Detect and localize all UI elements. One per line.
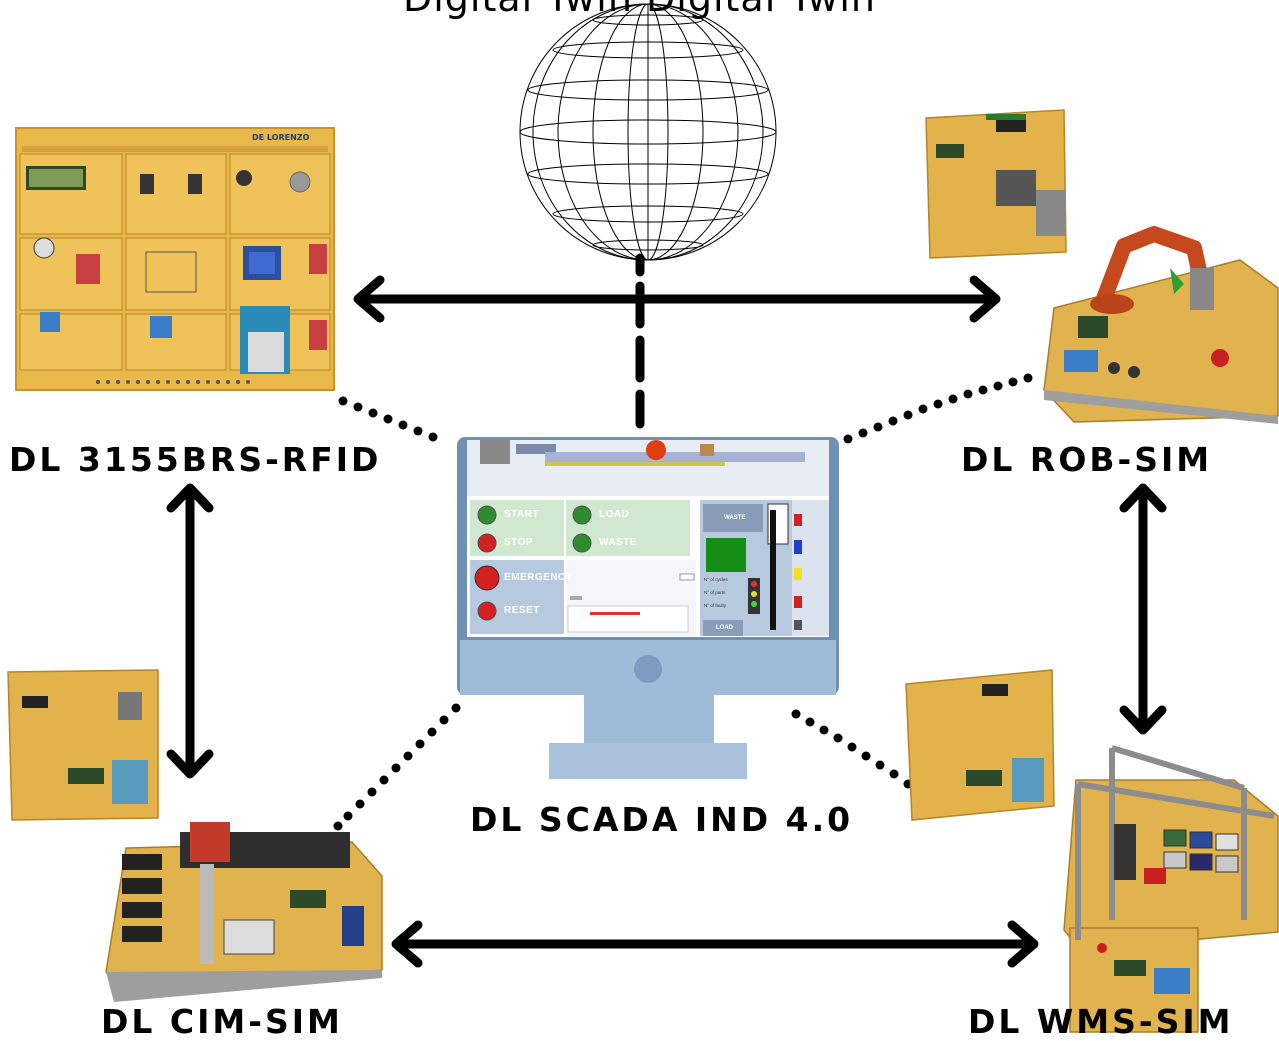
arrow-top-right-head: [969, 275, 1001, 323]
arrows: [166, 275, 1167, 968]
scada-start-label[interactable]: START: [504, 509, 540, 520]
scada-load-label[interactable]: LOAD: [599, 509, 630, 520]
dots-upper-right: [843, 373, 1033, 444]
scada-load-tag: LOAD: [716, 625, 733, 631]
rob-small-board: [925, 109, 1067, 259]
arrow-left-bottom-head: [166, 749, 214, 779]
arrow-right-top-head: [1119, 483, 1167, 513]
arrow-bottom-right-head: [1007, 920, 1039, 968]
label-rfid: DL 3155BRS-RFID: [9, 440, 382, 479]
scada-waste-label[interactable]: WASTE: [599, 537, 638, 548]
scada-stop-label[interactable]: STOP: [504, 537, 534, 548]
rob-sim-robot: [1043, 226, 1279, 424]
arrow-bottom-left-head: [391, 920, 423, 968]
globe-icon: [519, 3, 777, 261]
wms-sim-machine: [1063, 745, 1279, 1033]
dots-lower-right: [791, 709, 913, 789]
dotted-connectors: [333, 373, 1033, 831]
scada-waste-tag: WASTE: [724, 515, 746, 521]
scada-emergency-label[interactable]: EMERGENCY: [504, 572, 573, 583]
scada-cycles-label: N° of cycles: [704, 577, 728, 582]
cim-sim-machine: [105, 822, 383, 1002]
wms-small-board: [905, 669, 1055, 821]
monitor-icon: [457, 437, 839, 779]
arrow-right-bottom-head: [1119, 705, 1167, 735]
scada-reset-label[interactable]: RESET: [504, 605, 540, 616]
label-cim-sim: DL CIM-SIM: [101, 1002, 343, 1041]
dots-lower-left: [333, 703, 461, 831]
dots-upper-left: [338, 396, 438, 442]
scada-faulty-label: N° of faulty: [704, 603, 727, 608]
rfid-brand: DE LORENZO: [252, 133, 310, 142]
label-wms-sim: DL WMS-SIM: [968, 1002, 1234, 1041]
cim-small-board: [7, 669, 159, 821]
label-rob-sim: DL ROB-SIM: [961, 440, 1213, 479]
rfid-board: DE LORENZO: [15, 127, 335, 391]
arrow-left-top-head: [166, 483, 214, 513]
arrow-top-left-head: [353, 275, 385, 323]
header-title: Digital Twin Digital Twin: [0, 0, 1279, 20]
label-scada: DL SCADA IND 4.0: [470, 800, 854, 839]
scada-parts-label: N° of parts: [704, 590, 726, 595]
